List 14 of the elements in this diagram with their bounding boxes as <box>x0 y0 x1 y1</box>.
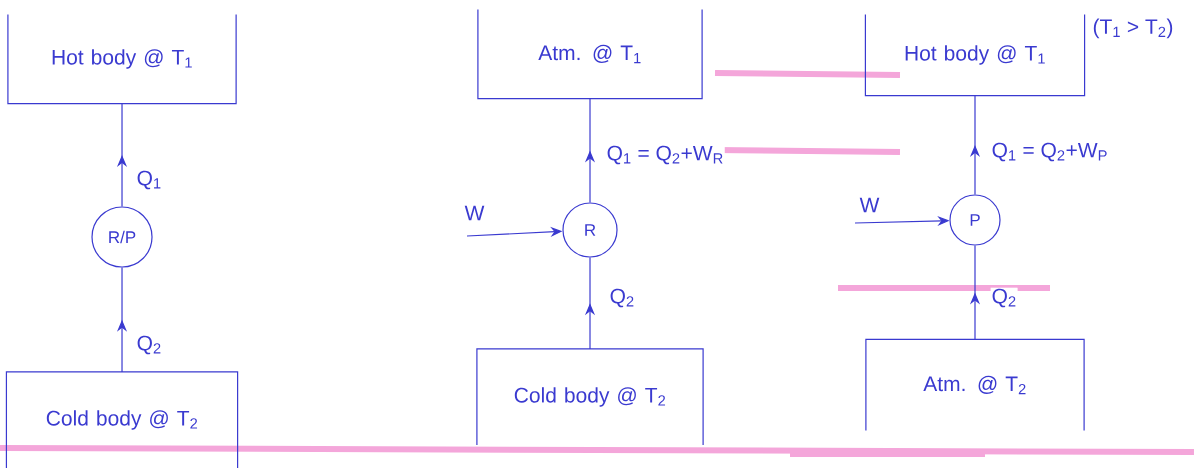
edge-label: W <box>858 196 881 214</box>
temperature-note: (T$_{1}$ > T$_{2}$) <box>1093 18 1173 39</box>
edge-label: Q$_{1}$ = Q$_{2}$+W$_{P}$ <box>990 141 1109 163</box>
reservoir-box: Cold body @ T$_{2}$ <box>5 371 239 469</box>
edge-label: Q$_{2}$ <box>135 334 163 356</box>
reservoir-box: Cold body @ T$_{2}$ <box>476 348 704 446</box>
reservoir-box: Hot body @ T$_{1}$ <box>7 13 237 105</box>
reservoir-box: Atm. @ T$_{1}$ <box>477 8 703 100</box>
reservoir-box: Hot body @ T$_{1}$ <box>864 13 1086 97</box>
edge-label: Q$_{2}$ <box>608 287 636 309</box>
edge-label: Q$_{1}$ <box>135 169 163 191</box>
reservoir-box: Atm. @ T$_{2}$ <box>865 338 1085 432</box>
edge-label: Q$_{1}$ = Q$_{2}$+W$_{R}$ <box>605 144 725 166</box>
edge-label: W <box>463 204 486 222</box>
